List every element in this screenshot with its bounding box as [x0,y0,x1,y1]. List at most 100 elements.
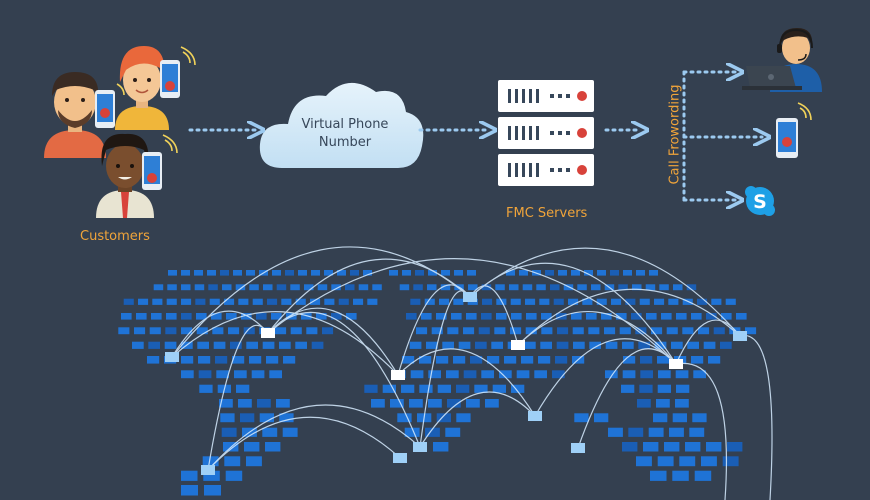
map-tile [572,327,584,335]
map-tile [657,384,671,393]
map-tile [586,313,597,320]
map-tile [399,284,410,291]
map-tile [316,313,327,320]
map-tile [474,384,488,393]
map-node [413,442,427,452]
map-tile [235,284,246,291]
map-tile [425,427,440,437]
map-tile [371,399,385,408]
flow-arrows [188,72,762,200]
map-tile [196,313,207,320]
map-tile [148,341,160,349]
map-tile [686,284,697,291]
map-tile [216,370,229,379]
map-tile [283,356,296,364]
map-tile [164,341,177,349]
map-tile [656,399,670,408]
map-tile [167,284,177,291]
map-tile [591,284,601,291]
map-tile [657,456,674,467]
map-tile [226,313,237,320]
map-tile [657,356,670,364]
map-tile [266,356,279,364]
customer-avatar-1 [44,72,106,158]
map-tile [416,327,428,335]
map-tile [594,413,609,423]
map-tile [577,284,587,291]
map-tile [511,384,525,393]
map-tile [610,270,619,276]
map-tile [324,298,335,305]
map-node [669,359,683,369]
call-center-agent-icon [742,28,822,92]
map-tile [345,284,355,291]
mobile-phone-icon [776,102,812,158]
map-tile [211,313,222,320]
map-tile [397,413,412,423]
map-tile [324,270,333,276]
map-tile [213,341,226,349]
map-node [201,465,215,475]
map-tile [364,384,378,393]
map-tile [209,298,220,305]
map-tile [711,298,722,305]
map-tile [279,341,291,349]
map-tile [224,298,235,305]
map-tile [463,327,475,335]
map-tile [622,341,634,349]
map-tile [671,341,683,349]
map-tile [509,284,519,291]
map-tile [419,356,432,364]
map-tile [224,456,241,467]
map-tile [650,470,667,481]
map-tile [275,327,287,335]
map-tile [661,313,672,320]
map-tile [358,284,369,291]
map-tile [694,470,712,481]
connection-arcs [171,246,773,500]
map-tile [267,298,278,305]
map-tile [697,298,708,305]
connection-arc [397,284,471,376]
map-tile [640,356,653,364]
map-tile [165,327,177,335]
map-tile [290,327,302,335]
map-tile [673,284,683,291]
map-tile [168,270,177,276]
customer-avatars-icon [44,46,196,218]
map-tile [421,313,432,320]
map-tile [437,384,451,393]
map-tile [658,370,671,379]
map-tile [526,313,537,320]
map-tile [622,370,636,379]
map-tile [220,270,229,276]
map-tile [134,327,146,335]
map-tile [337,270,346,276]
map-tile [454,270,463,276]
map-tile [419,384,433,393]
map-tile [451,313,462,320]
map-tile [389,270,398,276]
map-tile [181,313,192,320]
map-tile [611,298,622,305]
map-tile [215,356,228,364]
connection-arc [171,246,471,358]
map-tile [545,270,554,276]
map-tile [424,298,435,305]
map-tile [506,270,515,276]
wifi-signal-icon [116,46,196,154]
map-tile [263,284,273,291]
map-tile [631,313,642,320]
connection-arc [739,334,773,500]
map-tile [468,284,478,291]
map-node [571,443,585,453]
map-tile [675,399,689,408]
connection-arc [419,391,536,448]
map-nodes [165,292,747,475]
map-tile [246,270,255,276]
map-tile [390,399,404,408]
map-tile [151,313,162,320]
map-tile [475,341,487,349]
map-tile [536,284,546,291]
map-tile [510,327,522,335]
